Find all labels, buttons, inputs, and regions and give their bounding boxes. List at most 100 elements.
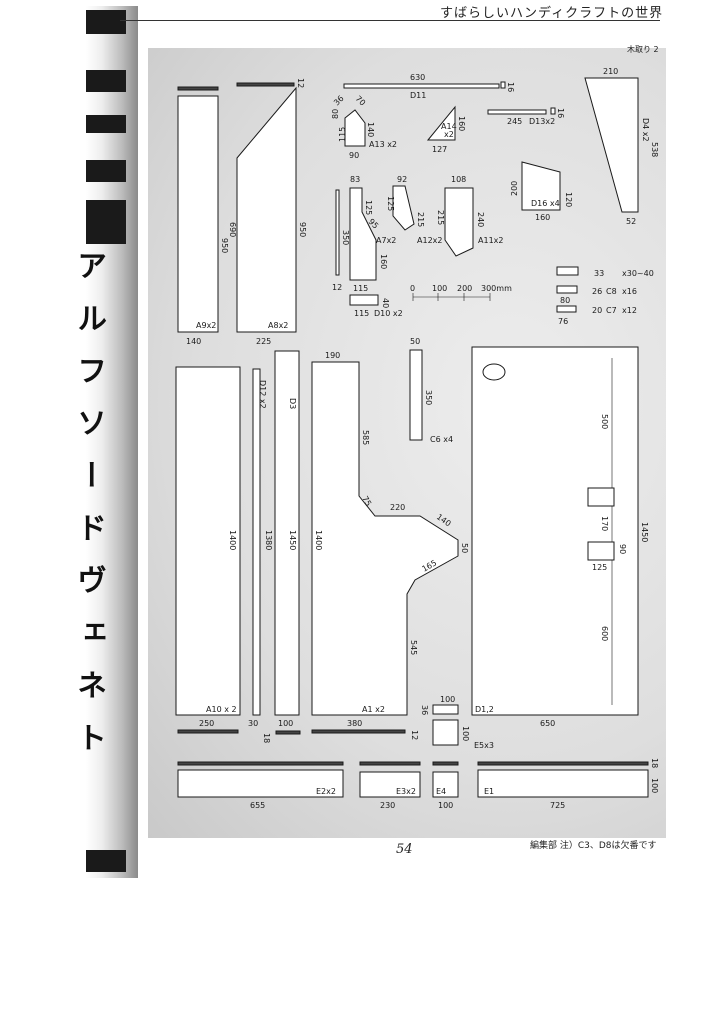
spine-mark: [86, 200, 126, 244]
label-a11: A11x2: [478, 236, 503, 245]
dim-d12b-width: 650: [540, 719, 555, 728]
dim-d12b-hole-w: 125: [592, 563, 607, 572]
label-a1: A1 x2: [362, 705, 385, 714]
dim-a7-thick: 12: [332, 283, 342, 292]
dim-d3-width: 100: [278, 719, 293, 728]
label-e2: E2x2: [316, 787, 336, 796]
label-a14: A14: [441, 122, 457, 131]
part-d1-2: [471, 346, 639, 716]
dim-a13-d4: 115: [338, 127, 347, 142]
strip-a1: [311, 729, 406, 734]
dim-d10-h: 40: [381, 298, 390, 308]
spine-mark: [86, 70, 126, 92]
label-d10: D10 x2: [374, 309, 403, 318]
dim-a12-h1: 125: [386, 196, 395, 211]
spine-mark: [86, 850, 126, 872]
dim-e2-width: 655: [250, 801, 265, 810]
dim-d10-w: 115: [354, 309, 369, 318]
scale-label-100: 100: [432, 284, 447, 293]
part-a12: [392, 185, 415, 231]
part-d12: [252, 368, 261, 716]
dim-a1-h1: 1400: [314, 530, 323, 550]
part-a11: [444, 187, 474, 257]
dim-a11-w: 108: [451, 175, 466, 184]
dim-a12-h2: 215: [416, 212, 425, 227]
dim-e5-t: 36: [420, 705, 429, 715]
part-c7: [556, 305, 577, 313]
dim-c6-width: 50: [410, 337, 420, 346]
dim-d12-thick: 18: [262, 733, 271, 743]
label-c8: C8: [606, 287, 617, 296]
label-e4: E4: [436, 787, 446, 796]
dim-a1-base: 380: [347, 719, 362, 728]
dim-d16-w: 160: [535, 213, 550, 222]
dim-a14-base: 127: [432, 145, 447, 154]
dim-e1-width: 725: [550, 801, 565, 810]
dim-a1-d1: 75: [360, 495, 373, 508]
part-a10: [175, 366, 241, 716]
dim-e1-h: 100: [650, 778, 659, 793]
label-d4: D4 x2: [641, 118, 650, 142]
dim-a7-base: 115: [353, 284, 368, 293]
label-a8: A8x2: [268, 321, 288, 330]
dim-d12b-600: 600: [600, 626, 609, 641]
label-c8-qty: x16: [622, 287, 637, 296]
label-e5: E5x3: [474, 741, 494, 750]
header-rule: [120, 20, 660, 21]
dim-a11-h1: 215: [436, 210, 445, 225]
dim-a1-d3: 140: [435, 512, 453, 528]
scale-label-0: 0: [410, 284, 415, 293]
dim-d13-thick: 16: [556, 108, 565, 118]
dim-d4-top: 210: [603, 67, 618, 76]
hole-upper: [587, 487, 615, 507]
part-peg-large: [556, 266, 579, 276]
dim-d11-thick: 16: [506, 82, 515, 92]
part-a8: [236, 86, 297, 333]
dim-d4-bottom: 52: [626, 217, 636, 226]
spine-vertical-text: ア ル フ ソ ー ド ヴ ェ ネ ト 二 頁: [71, 250, 106, 758]
spine-mark: [86, 115, 126, 133]
label-d13: D13x2: [529, 117, 555, 126]
label-c7-qty: x12: [622, 306, 637, 315]
label-a12: A12x2: [417, 236, 442, 245]
label-a9: A9x2: [196, 321, 216, 330]
dim-a1-top: 190: [325, 351, 340, 360]
part-e5-thick: [432, 704, 459, 715]
part-a8-thick: [236, 82, 295, 87]
dim-a13-d3: 80: [331, 109, 340, 119]
dim-a1-thick: 12: [410, 730, 419, 740]
part-d4: [584, 77, 639, 213]
dim-a13-d6: 90: [349, 151, 359, 160]
dim-a13-d5: 140: [366, 122, 375, 137]
part-e4: [432, 771, 459, 798]
dim-peg-size: 33: [594, 269, 604, 278]
part-d3: [274, 350, 300, 716]
scale-label-300: 300mm: [481, 284, 512, 293]
dim-e1-t: 18: [650, 758, 659, 768]
part-e1: [477, 769, 649, 798]
part-e3: [359, 771, 421, 798]
dim-c7-w: 76: [558, 317, 568, 326]
strip-e3: [359, 761, 421, 766]
dim-a9-h1: 950: [220, 238, 229, 253]
label-a7: A7x2: [376, 236, 396, 245]
dim-a7-h4: 350: [341, 230, 350, 245]
running-header: すばらしいハンディクラフトの世界: [440, 6, 664, 21]
editor-note: 編集部 注）C3、D8は欠番です: [530, 841, 657, 851]
label-d11: D11: [410, 91, 426, 100]
part-a7: [349, 187, 377, 281]
part-d16: [521, 161, 561, 211]
dim-a12-w: 92: [397, 175, 407, 184]
part-a7-thick: [335, 189, 340, 276]
scale-label-200: 200: [457, 284, 472, 293]
label-peg-qty: x30~40: [622, 269, 654, 278]
spine-mark: [86, 160, 126, 182]
spine-mark: [86, 10, 126, 34]
dim-a9-width: 140: [186, 337, 201, 346]
book-spine-shadow: [86, 6, 138, 878]
part-a9: [177, 95, 219, 333]
dim-c8-size: 26: [592, 287, 602, 296]
part-d13-end: [550, 107, 556, 115]
dim-a8-width: 225: [256, 337, 271, 346]
label-d3: D3: [288, 398, 297, 409]
